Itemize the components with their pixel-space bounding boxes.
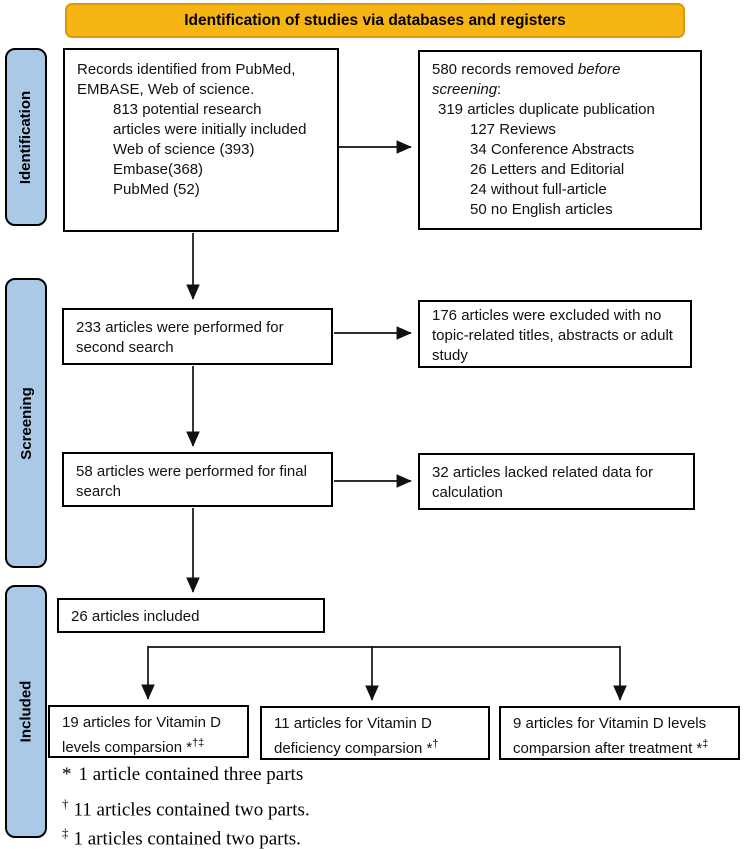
records-identified-item: Web of science (393): [113, 141, 255, 158]
records-removed-item: 319 articles duplicate publication: [438, 101, 655, 118]
box-records-removed: 580 records removed before screening: 31…: [418, 50, 702, 230]
box-records-identified: Records identified from PubMed, EMBASE, …: [63, 48, 339, 232]
records-removed-item: 26 Letters and Editorial: [470, 161, 625, 178]
group-deficiency-text: 11 articles for Vitamin D deficiency com…: [274, 715, 432, 757]
stage-label-screening-text: Screening: [17, 386, 35, 460]
records-removed-heading: 580 records removed before screening:: [432, 60, 688, 100]
group-treatment-star: *: [696, 740, 703, 757]
banner-title-text: Identification of studies via databases …: [184, 11, 566, 29]
box-second-search: 233 articles were performed for second s…: [62, 308, 333, 365]
group-levels-sup: †‡: [192, 737, 205, 749]
stage-label-identification-text: Identification: [17, 90, 35, 184]
records-identified-line: Records identified from PubMed,: [77, 61, 296, 78]
box-final-search: 58 articles were performed for final sea…: [62, 452, 333, 507]
group-treatment-text: 9 articles for Vitamin D levels comparsi…: [513, 715, 707, 757]
footnote-1-text: 1 article contained three parts: [78, 764, 304, 785]
footnote-2-text: 11 articles contained two parts.: [73, 799, 310, 821]
footnote-1: * 1 article contained three parts: [62, 760, 310, 789]
stage-label-included-text: Included: [17, 680, 35, 743]
records-identified-item: articles were initially included: [113, 121, 307, 138]
records-removed-item: 24 without full-article: [470, 181, 607, 198]
records-removed-item: 50 no English articles: [470, 201, 613, 218]
records-removed-suffix: :: [497, 81, 502, 98]
footnote-3: ‡ 1 articles contained two parts.: [62, 818, 310, 849]
box-group-levels: 19 articles for Vitamin D levels compars…: [48, 705, 249, 758]
included-total-text: 26 articles included: [71, 608, 200, 625]
lacked-data-text: 32 articles lacked related data for calc…: [432, 464, 653, 501]
stage-label-included: Included: [5, 585, 47, 838]
box-included-total: 26 articles included: [57, 598, 325, 633]
records-removed-prefix: 580 records removed: [432, 61, 578, 78]
group-treatment-sup: ‡: [702, 738, 709, 750]
footnote-2: † 11 articles contained two parts.: [62, 789, 310, 821]
records-identified-line: EMBASE, Web of science.: [77, 81, 255, 98]
records-removed-italic: before screening: [432, 61, 621, 98]
footnotes: * 1 article contained three parts † 11 art…: [62, 760, 310, 849]
box-group-deficiency: 11 articles for Vitamin D deficiency com…: [260, 706, 490, 760]
footnote-3-text: 1 articles contained two parts.: [73, 828, 301, 849]
footnote-1-marker: *: [62, 764, 72, 785]
group-levels-star: *: [186, 739, 193, 756]
records-identified-item: Embase(368): [113, 161, 204, 178]
footnote-2-marker: †: [62, 796, 69, 811]
stage-label-identification: Identification: [5, 48, 47, 226]
excluded-topic-text: 176 articles were excluded with no topic…: [432, 307, 673, 364]
records-removed-item: 34 Conference Abstracts: [470, 141, 635, 158]
records-removed-item: 127 Reviews: [470, 121, 556, 138]
final-search-text: 58 articles were performed for final sea…: [76, 463, 307, 500]
records-identified-item: PubMed (52): [113, 181, 200, 198]
group-deficiency-sup: †: [432, 738, 439, 750]
footnote-3-marker: ‡: [62, 825, 69, 840]
second-search-text: 233 articles were performed for second s…: [76, 319, 284, 356]
box-lacked-data: 32 articles lacked related data for calc…: [418, 453, 695, 510]
group-deficiency-star: *: [426, 740, 433, 757]
banner-title: Identification of studies via databases …: [65, 3, 685, 38]
records-identified-item: 813 potential research: [113, 101, 262, 118]
group-levels-text: 19 articles for Vitamin D levels compars…: [62, 714, 221, 756]
box-excluded-topic: 176 articles were excluded with no topic…: [418, 300, 692, 368]
stage-label-screening: Screening: [5, 278, 47, 568]
box-group-treatment: 9 articles for Vitamin D levels comparsi…: [499, 706, 740, 760]
